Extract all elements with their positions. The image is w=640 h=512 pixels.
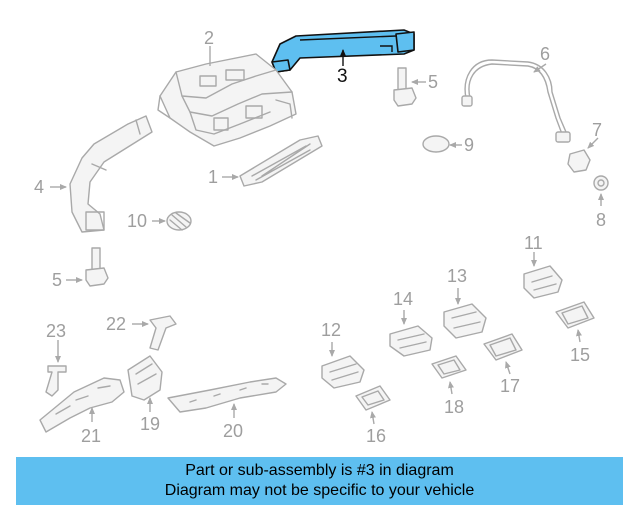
callout-22: 22 bbox=[106, 314, 126, 334]
part-8-grommet bbox=[593, 175, 609, 191]
callout-21: 21 bbox=[81, 426, 101, 446]
callout-5-top: 5 bbox=[428, 72, 438, 92]
callout-6: 6 bbox=[540, 44, 550, 64]
part-15-bezel bbox=[555, 301, 595, 329]
callout-7: 7 bbox=[592, 120, 602, 140]
part-16-bezel bbox=[355, 385, 391, 411]
callout-17: 17 bbox=[500, 376, 520, 396]
callout-10: 10 bbox=[127, 211, 147, 231]
banner-line-1: Part or sub-assembly is #3 in diagram bbox=[185, 462, 454, 479]
callout-14: 14 bbox=[393, 289, 413, 309]
part-1-grille bbox=[239, 135, 323, 187]
part-11-vent bbox=[523, 265, 563, 299]
part-14-vent bbox=[389, 325, 433, 357]
callout-13: 13 bbox=[447, 266, 467, 286]
part-2-housing bbox=[157, 53, 297, 147]
callout-4: 4 bbox=[34, 177, 44, 197]
part-4-duct bbox=[69, 115, 153, 233]
part-5-clip-top bbox=[393, 67, 417, 107]
banner-line-2: Diagram may not be specific to your vehi… bbox=[164, 482, 475, 499]
part-6-hose bbox=[461, 59, 571, 143]
part-19-vent bbox=[127, 355, 163, 401]
part-10-vent bbox=[166, 211, 192, 231]
callout-11: 11 bbox=[524, 233, 543, 253]
callout-12: 12 bbox=[321, 320, 341, 340]
callout-1: 1 bbox=[208, 167, 218, 187]
callout-20: 20 bbox=[223, 421, 243, 441]
part-9-seal bbox=[422, 135, 450, 153]
info-banner: Part or sub-assembly is #3 in diagram Di… bbox=[16, 457, 623, 505]
callout-5-bottom: 5 bbox=[52, 270, 62, 290]
part-5-clip-bottom bbox=[85, 247, 109, 287]
part-7-connector bbox=[567, 149, 591, 173]
part-17-bezel bbox=[483, 333, 523, 361]
part-23-sensor bbox=[45, 365, 67, 397]
part-12-vent bbox=[321, 355, 365, 389]
callout-16: 16 bbox=[366, 426, 386, 446]
callout-8: 8 bbox=[596, 210, 606, 230]
callout-9: 9 bbox=[464, 135, 474, 155]
callout-2: 2 bbox=[204, 28, 214, 48]
part-20-duct bbox=[167, 377, 287, 413]
part-22-pin bbox=[149, 315, 177, 351]
callout-3: 3 bbox=[337, 66, 348, 87]
callout-23: 23 bbox=[46, 321, 66, 341]
callout-15: 15 bbox=[570, 345, 590, 365]
part-13-vent bbox=[443, 303, 487, 339]
callout-18: 18 bbox=[444, 397, 464, 417]
part-21-duct bbox=[39, 377, 125, 433]
callout-19: 19 bbox=[140, 414, 160, 434]
part-18-bezel bbox=[431, 355, 467, 379]
